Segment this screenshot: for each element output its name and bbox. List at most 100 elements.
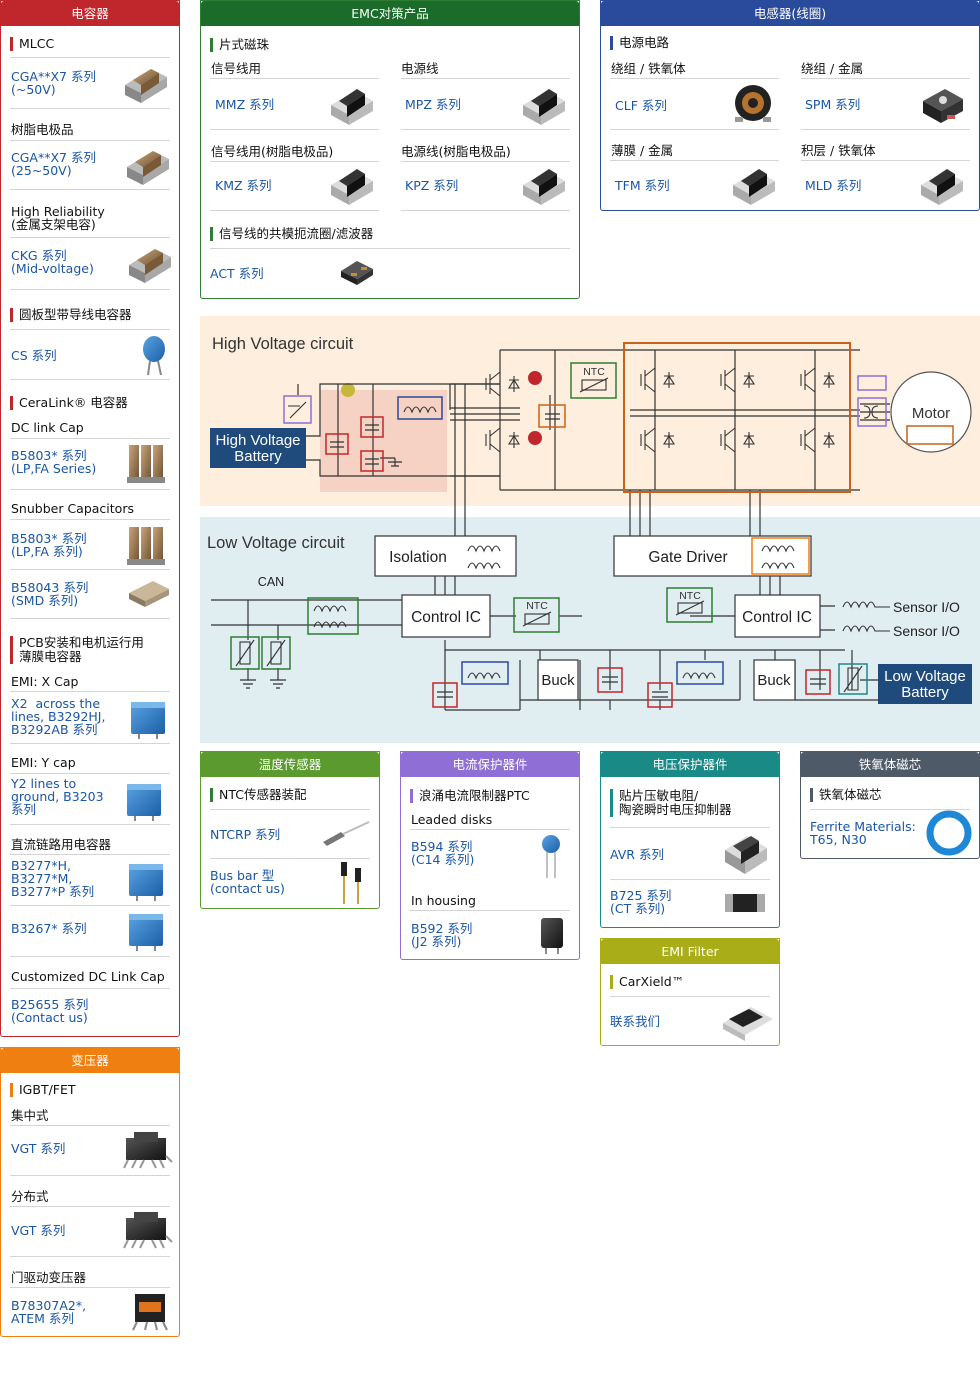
clf-image [735, 85, 771, 122]
mld-image [917, 163, 967, 207]
cga-x7-25-50v-link[interactable]: CGA**X7 系列 (25~50V) [11, 150, 96, 178]
disc-lead-heading: 圆板型带导线电容器 [10, 308, 170, 322]
vgt-distributed-link[interactable]: VGT 系列 [11, 1223, 66, 1238]
b594-image [542, 835, 560, 878]
emi-filter-panel: EMI Filter CarXield™ 联系我们 [600, 938, 780, 1046]
tfm-link[interactable]: TFM 系列 [615, 178, 670, 193]
avr-link[interactable]: AVR 系列 [610, 847, 664, 862]
y2-b3203-link[interactable]: Y2 lines to ground, B3203 系列 [11, 776, 104, 817]
spm-link[interactable]: SPM 系列 [805, 97, 861, 112]
b5803-lp-fa-series-link[interactable]: B5803* 系列 (LP,FA 系列) [11, 531, 87, 559]
b725-link[interactable]: B725 系列 (CT 系列) [610, 888, 672, 916]
b592-link[interactable]: B592 系列 (J2 系列) [411, 921, 473, 949]
emc-panel: EMC对策产品 片式磁珠 信号线用 电源线 MMZ 系列 MPZ 系列 信号线用… [200, 0, 580, 299]
leaded-disks-label: Leaded disks [411, 812, 493, 827]
clf-link[interactable]: CLF 系列 [615, 98, 667, 113]
b58043-smd-link[interactable]: B58043 系列 (SMD 系列) [11, 580, 89, 608]
cs-series-link[interactable]: CS 系列 [11, 348, 57, 363]
b3277-image [125, 857, 169, 903]
circuit-diagram: High Voltage circuit Low Voltage circuit… [200, 316, 980, 743]
dc-link-cap-label: DC link Cap [11, 420, 84, 435]
capacitors-header: 电容器 [1, 1, 179, 26]
multilayer-ferrite-label: 积层 / 铁氧体 [801, 143, 876, 158]
control-ic-2-block [734, 594, 821, 638]
ferrite-materials-link[interactable]: Ferrite Materials: T65, N30 [810, 819, 916, 847]
act-link[interactable]: ACT 系列 [210, 266, 264, 281]
mmz-link[interactable]: MMZ 系列 [215, 97, 275, 112]
smd-varistor-heading: 贴片压敏电阻/ 陶瓷瞬时电压抑制器 [610, 789, 770, 817]
sensor-io-1-label: Sensor I/O [893, 599, 960, 615]
x2-b3292-link[interactable]: X2 across the lines, B3292HJ, B3292AB 系列 [11, 696, 106, 737]
lv-battery-label-1: Low Voltage [884, 668, 966, 685]
igbt-symbol [485, 371, 515, 397]
can-label: CAN [258, 575, 284, 589]
mlcc-heading: MLCC [10, 37, 170, 51]
tfm-image [729, 163, 779, 207]
igbt-symbol [720, 367, 750, 393]
voltage-protection-header: 电压保护器件 [601, 752, 779, 777]
diode-symbol [663, 374, 675, 385]
b3267-image [125, 907, 169, 953]
b3277-link[interactable]: B3277*H, B3277*M, B3277*P 系列 [11, 858, 95, 899]
ferrite-panel: 铁氧体磁芯 铁氧体磁芯 Ferrite Materials: T65, N30 [800, 751, 980, 859]
ckg-link[interactable]: CKG 系列 (Mid-voltage) [11, 248, 94, 276]
ceralink-heading: CeraLink® 电容器 [10, 396, 170, 410]
b594-link[interactable]: B594 系列 (C14 系列) [411, 839, 475, 867]
gate-driver-label: Gate Driver [648, 549, 727, 566]
power-line-label: 电源线 [401, 61, 439, 76]
emi-x-cap-label: EMI: X Cap [11, 674, 79, 689]
cga-x7-50v-link[interactable]: CGA**X7 系列 (~50V) [11, 69, 96, 97]
b78307-atem-link[interactable]: B78307A2*, ATEM 系列 [11, 1298, 87, 1326]
ckg-image [125, 241, 175, 285]
busbar-link[interactable]: Bus bar 型 (contact us) [210, 868, 285, 896]
gate-driver-block [613, 535, 812, 577]
emi-filter-header: EMI Filter [601, 939, 779, 964]
control-ic-1-label: Control IC [411, 609, 481, 626]
b3267-link[interactable]: B3267* 系列 [11, 921, 87, 936]
mld-link[interactable]: MLD 系列 [805, 178, 862, 193]
b25655-link[interactable]: B25655 系列 (Contact us) [11, 997, 89, 1025]
diode-symbol [743, 434, 755, 445]
winding-metal-label: 绕组 / 金属 [801, 61, 864, 76]
ntc-label-hv: NTC [583, 366, 605, 378]
control-ic-1-block [401, 594, 491, 638]
hv-battery-label-2: Battery [234, 448, 282, 465]
mpz-image [519, 83, 569, 127]
inductors-header: 电感器(线圈) [601, 1, 979, 26]
emi-y-cap-label: EMI: Y cap [11, 755, 76, 770]
act-image [341, 261, 373, 285]
busbar-image [341, 862, 361, 904]
temp-sensor-panel: 温度传感器 NTC传感器装配 NTCRP 系列 Bus bar 型 (conta… [200, 751, 380, 909]
distributed-label: 分布式 [11, 1189, 49, 1204]
high-reliability-label: High Reliability (金属支架电容) [11, 204, 105, 232]
ferrite-ring-image [926, 810, 972, 856]
signal-line-label: 信号线用 [211, 61, 262, 76]
in-housing-label: In housing [411, 893, 476, 908]
diode-symbol [663, 434, 675, 445]
hv-circuit-title: High Voltage circuit [212, 335, 354, 353]
ntc-label-lv1: NTC [526, 600, 548, 612]
thin-film-metal-label: 薄膜 / 金属 [611, 143, 674, 158]
kmz-link[interactable]: KMZ 系列 [215, 178, 272, 193]
carxield-heading: CarXield™ [610, 975, 770, 989]
x2-cap-image [127, 695, 171, 741]
transformers-panel: 变压器 IGBT/FET 集中式 VGT 系列 分布式 VGT 系列 门驱动变压… [0, 1047, 180, 1337]
diode-symbol [508, 434, 520, 445]
mpz-link[interactable]: MPZ 系列 [405, 97, 461, 112]
vgt-central-link[interactable]: VGT 系列 [11, 1141, 66, 1156]
ntc-label-lv2: NTC [679, 590, 701, 602]
ntcrp-link[interactable]: NTCRP 系列 [210, 827, 281, 842]
buck-2-block [753, 659, 796, 701]
kpz-image [519, 163, 569, 207]
kpz-link[interactable]: KPZ 系列 [405, 178, 459, 193]
avr-image [725, 836, 767, 874]
diode-symbol [823, 374, 835, 385]
b5803-lp-fa-link[interactable]: B5803* 系列 (LP,FA Series) [11, 448, 97, 476]
pcb-film-caps-heading: PCB安装和电机运行用 薄膜电容器 [10, 636, 170, 664]
gate-xfmr-image [132, 1294, 168, 1331]
motor-label: Motor [912, 405, 950, 422]
contact-us-link[interactable]: 联系我们 [610, 1014, 661, 1029]
ptc-heading: 浪涌电流限制器PTC [410, 789, 570, 803]
vgt-distributed-image [116, 1208, 176, 1252]
cs-disc-cap-image [143, 336, 165, 376]
